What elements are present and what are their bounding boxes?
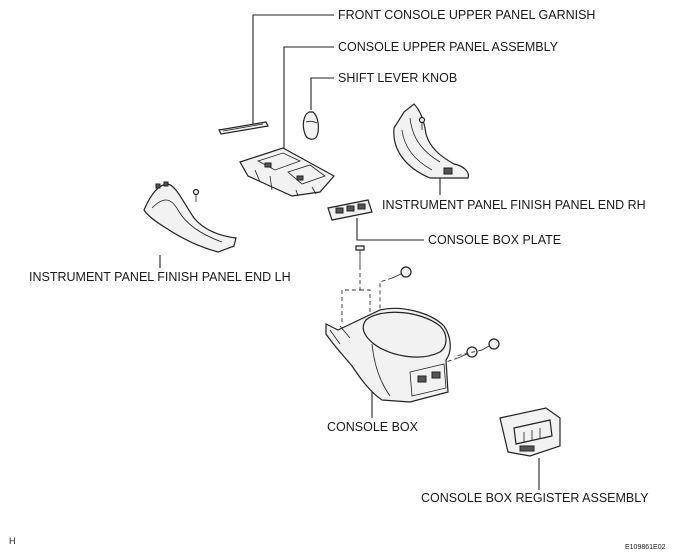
label-console-box-register-assembly: CONSOLE BOX REGISTER ASSEMBLY <box>421 491 649 505</box>
instrument-panel-finish-panel-end-rh-part <box>393 103 469 179</box>
label-shift-lever-knob: SHIFT LEVER KNOB <box>338 71 457 85</box>
figure-code: E109861E02 <box>625 544 666 551</box>
label-instrument-panel-finish-panel-end-lh: INSTRUMENT PANEL FINISH PANEL END LH <box>29 270 291 284</box>
corner-letter: H <box>9 536 16 546</box>
label-console-box: CONSOLE BOX <box>327 420 419 434</box>
leader-lines <box>159 14 540 490</box>
console-box-part <box>325 307 451 403</box>
label-front-console-upper-panel-garnish: FRONT CONSOLE UPPER PANEL GARNISH <box>338 8 595 22</box>
shift-lever-knob-part <box>302 111 319 140</box>
console-box-register-assembly-part <box>499 407 561 457</box>
label-instrument-panel-finish-panel-end-rh: INSTRUMENT PANEL FINISH PANEL END RH <box>382 198 646 212</box>
console-box-plate-part <box>327 199 373 221</box>
label-console-box-plate: CONSOLE BOX PLATE <box>428 233 561 247</box>
part-labels: FRONT CONSOLE UPPER PANEL GARNISH CONSOL… <box>9 8 666 551</box>
console-upper-panel-assembly-part <box>239 147 335 197</box>
alignment-guides <box>341 266 483 363</box>
front-console-upper-panel-garnish-part <box>218 121 269 135</box>
instrument-panel-finish-panel-end-lh-part <box>143 181 237 253</box>
fasteners <box>355 245 500 359</box>
label-console-upper-panel-assembly: CONSOLE UPPER PANEL ASSEMBLY <box>338 40 559 54</box>
